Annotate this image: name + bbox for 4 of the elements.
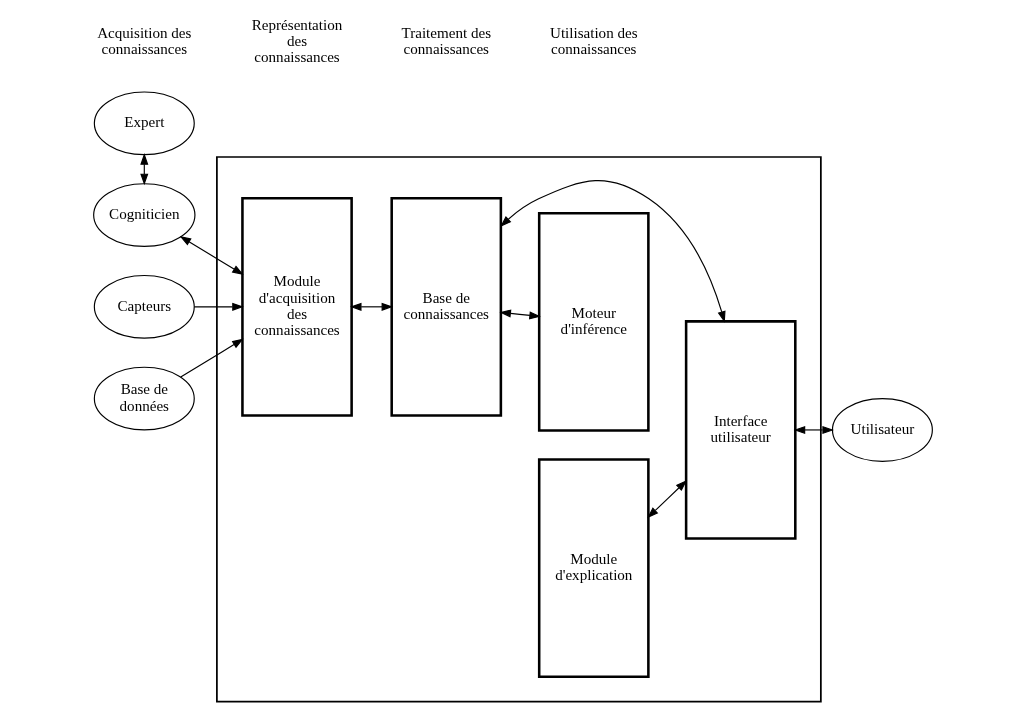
label: Utilisation des connaissances — [550, 24, 638, 58]
label: Acquisition des connaissances — [97, 24, 192, 58]
label: Représentation des connaissances — [251, 16, 343, 66]
label: Traitement des connaissances — [401, 24, 492, 58]
